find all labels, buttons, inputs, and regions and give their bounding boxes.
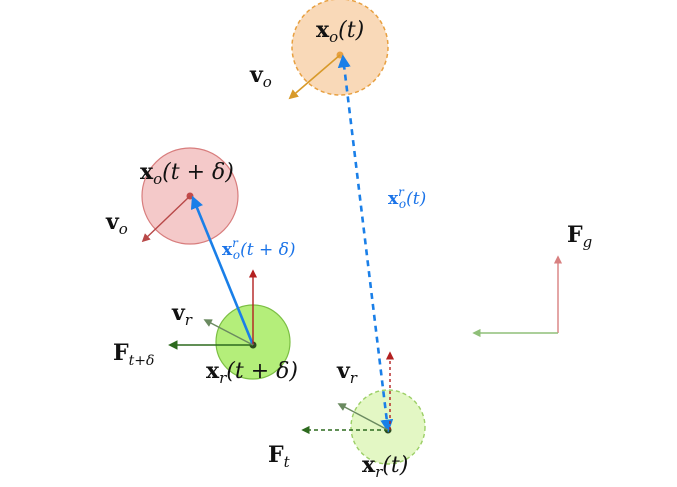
obstacle-now-velocity-arrow: [288, 54, 341, 100]
label-obstacle-velocity-mid: vo: [105, 209, 128, 238]
obstacle-now-disc: [291, 0, 389, 96]
robot-now-velocity-arrow: [337, 403, 389, 431]
label-obstacle-position-t-delta: xo(t + δ): [140, 159, 234, 188]
label-force-t-delta: Ft+δ: [113, 340, 154, 369]
robot-next-velocity-arrow: [203, 319, 254, 346]
label-force-t: Ft: [268, 442, 291, 471]
relative-position-now-arrow: [337, 54, 394, 433]
label-obstacle-position-t: xo(t): [316, 17, 364, 46]
label-robot-velocity-left: vr: [171, 300, 193, 329]
obstacle-next-velocity-arrow: [141, 195, 191, 243]
relative-position-next-arrow: [190, 195, 255, 346]
label-robot-position-t-delta: xr(t + δ): [206, 358, 298, 387]
label-robot-position-t: xr(t): [362, 452, 408, 481]
label-obstacle-velocity-top: vo: [249, 62, 272, 91]
label-goal-force: Fg: [567, 222, 592, 251]
label-robot-velocity-right: vr: [336, 358, 358, 387]
